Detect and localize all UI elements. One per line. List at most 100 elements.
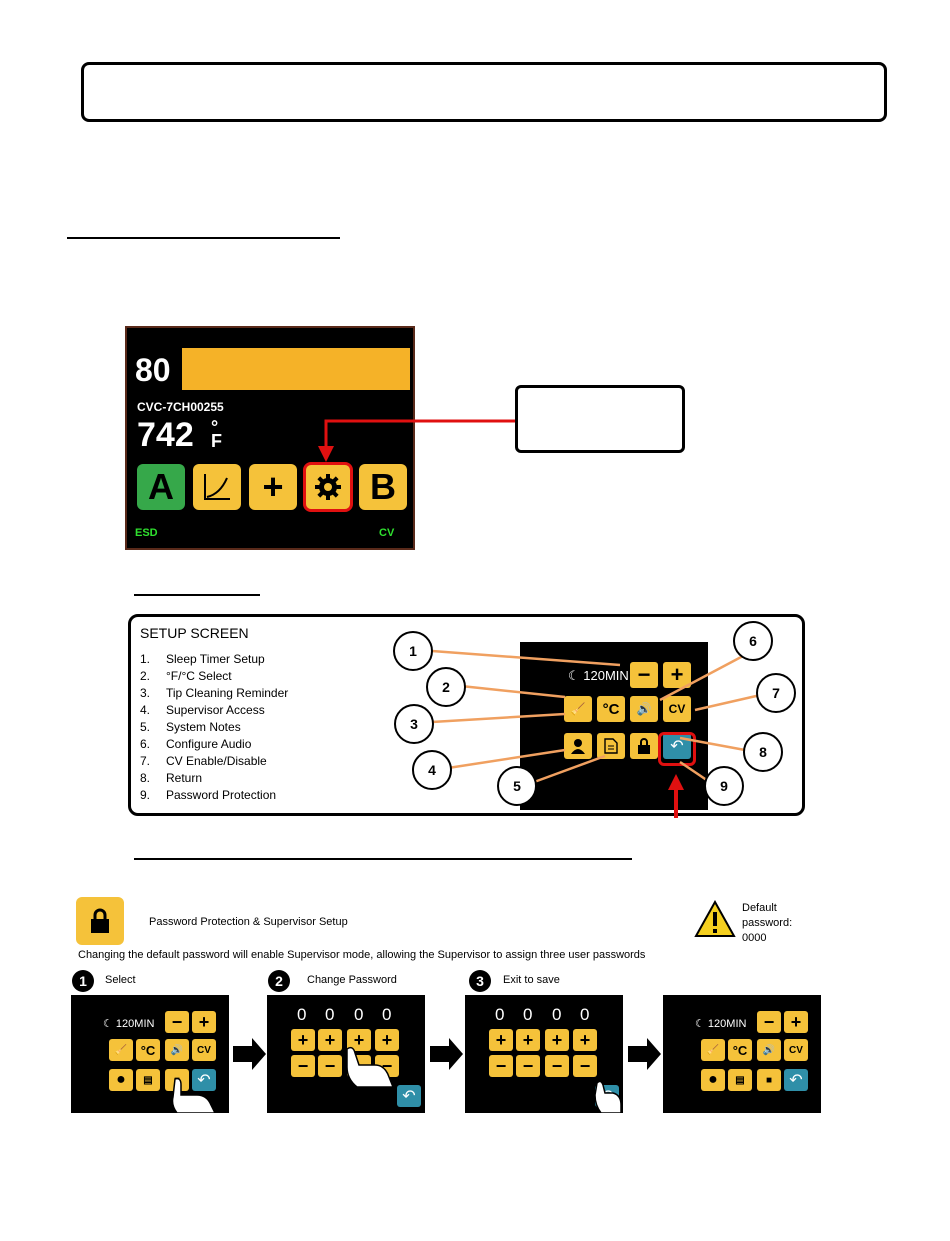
increment-2[interactable]: + (318, 1029, 342, 1051)
audio-icon[interactable]: 🔊 (757, 1039, 781, 1061)
step-2-screen: 0 0 0 0 + + + + − − − − ↶ (267, 995, 425, 1113)
digit-2: 0 (325, 1005, 335, 1024)
minus-button[interactable]: − (630, 662, 658, 688)
decrement-4[interactable]: − (573, 1055, 597, 1077)
increment-3[interactable]: + (545, 1029, 569, 1051)
callout-8: 8 (743, 732, 783, 772)
list-item: 7.CV Enable/Disable (140, 754, 267, 768)
list-item: 3.Tip Cleaning Reminder (140, 686, 289, 700)
button-a[interactable]: A (137, 464, 185, 510)
power-bar (182, 348, 410, 390)
callout-1: 1 (393, 631, 433, 671)
sleep-timer-label: ☾ 120MIN (695, 1018, 747, 1030)
step-3-screen: 0 0 0 0 + + + + − − − − ↶ (465, 995, 623, 1113)
decrement-1[interactable]: − (291, 1055, 315, 1077)
list-item: 1.Sleep Timer Setup (140, 652, 265, 666)
graph-button[interactable] (193, 464, 241, 510)
audio-icon[interactable]: 🔊 (630, 696, 658, 722)
temp-unit-button[interactable]: °C (728, 1039, 752, 1061)
callout-5: 5 (497, 766, 537, 806)
cv-button[interactable]: CV (192, 1039, 216, 1061)
model-number: CVC-7CH00255 (137, 400, 224, 414)
notes-icon[interactable] (597, 733, 625, 759)
lock-icon[interactable]: ■ (757, 1069, 781, 1091)
final-screen: ☾ 120MIN − + 🧹 °C 🔊 CV ● ▤ ■ ↶ (663, 995, 821, 1113)
callout-2: 2 (426, 667, 466, 707)
power-value: 80 (135, 352, 171, 388)
step-3-number: 3 (469, 970, 491, 992)
button-b[interactable]: B (359, 464, 407, 510)
digit-1: 0 (495, 1005, 505, 1024)
return-button[interactable]: ↶ (397, 1085, 421, 1107)
plus-button[interactable]: + (784, 1011, 808, 1033)
increment-1[interactable]: + (489, 1029, 513, 1051)
list-item: 4.Supervisor Access (140, 703, 265, 717)
password-lock-icon (76, 897, 124, 945)
list-item: 8.Return (140, 771, 203, 785)
digit-3: 0 (354, 1005, 364, 1024)
supervisor-icon[interactable]: ● (109, 1069, 133, 1091)
sleep-timer-label: ☾ 120MIN (568, 668, 629, 683)
settings-button[interactable] (303, 462, 353, 512)
setup-list: 1.Sleep Timer Setup 2.°F/°C Select 3.Tip… (140, 651, 288, 804)
section-heading-underline (67, 237, 340, 239)
decrement-3[interactable]: − (545, 1055, 569, 1077)
decrement-2[interactable]: − (516, 1055, 540, 1077)
audio-icon[interactable]: 🔊 (165, 1039, 189, 1061)
setup-screen-image: ☾ 120MIN − + 🧹 °C 🔊 CV ↶ (520, 642, 708, 810)
lock-icon[interactable] (630, 733, 658, 759)
notes-icon[interactable]: ▤ (136, 1069, 160, 1091)
tip-cleaning-icon[interactable]: 🧹 (701, 1039, 725, 1061)
step-2-number: 2 (268, 970, 290, 992)
setup-title: SETUP SCREEN (140, 625, 249, 641)
warning-icon (694, 900, 736, 937)
plus-button[interactable]: + (663, 662, 691, 688)
minus-button[interactable]: − (757, 1011, 781, 1033)
temp-unit-button[interactable]: °C (597, 696, 625, 722)
sleep-timer-label: ☾ 120MIN (103, 1018, 155, 1030)
decrement-1[interactable]: − (489, 1055, 513, 1077)
step-3-label: Exit to save (503, 974, 560, 986)
subsection-underline (134, 594, 260, 596)
supervisor-icon[interactable] (564, 733, 592, 759)
return-button[interactable]: ↶ (192, 1069, 216, 1091)
tip-cleaning-icon[interactable]: 🧹 (564, 696, 592, 722)
increment-2[interactable]: + (516, 1029, 540, 1051)
tip-cleaning-icon[interactable]: 🧹 (109, 1039, 133, 1061)
list-item: 2.°F/°C Select (140, 669, 232, 683)
callout-3: 3 (394, 704, 434, 744)
decrement-2[interactable]: − (318, 1055, 342, 1077)
temperature-value: 742 (137, 416, 194, 454)
gear-icon (315, 474, 341, 500)
cv-button[interactable]: CV (784, 1039, 808, 1061)
digit-4: 0 (382, 1005, 392, 1024)
increment-4[interactable]: + (573, 1029, 597, 1051)
supervisor-icon[interactable]: ● (701, 1069, 725, 1091)
password-description: Changing the default password will enabl… (78, 949, 646, 961)
digit-1: 0 (297, 1005, 307, 1024)
digit-4: 0 (580, 1005, 590, 1024)
password-title: Password Protection & Supervisor Setup (149, 916, 348, 928)
graph-icon (204, 474, 230, 500)
plus-button[interactable]: + (192, 1011, 216, 1033)
increment-1[interactable]: + (291, 1029, 315, 1051)
add-button[interactable]: + (249, 464, 297, 510)
increment-4[interactable]: + (375, 1029, 399, 1051)
hand-pointer-icon (346, 1046, 395, 1088)
temp-unit-button[interactable]: °C (136, 1039, 160, 1061)
hand-pointer-icon (594, 1080, 622, 1113)
list-item: 9.Password Protection (140, 788, 277, 802)
callout-box (515, 385, 685, 453)
increment-3[interactable]: + (347, 1029, 371, 1051)
minus-button[interactable]: − (165, 1011, 189, 1033)
return-button[interactable]: ↶ (663, 733, 691, 759)
notes-icon[interactable]: ▤ (728, 1069, 752, 1091)
list-item: 6.Configure Audio (140, 737, 252, 751)
return-button[interactable]: ↶ (784, 1069, 808, 1091)
callout-6: 6 (733, 621, 773, 661)
main-screen: 80 CVC-7CH00255 742 ° F A + B ESD CV (125, 326, 415, 550)
callout-9: 9 (704, 766, 744, 806)
cv-button[interactable]: CV (663, 696, 691, 722)
